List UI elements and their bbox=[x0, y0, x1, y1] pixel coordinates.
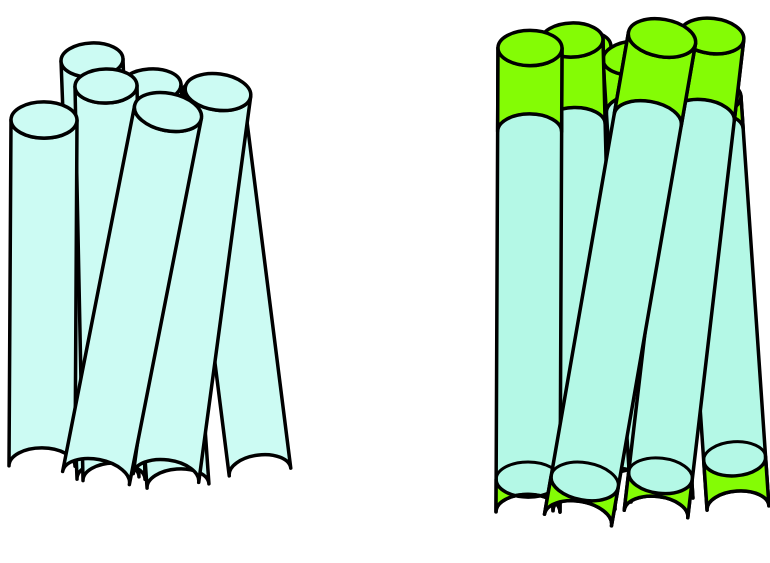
helix-bundle-plain bbox=[9, 42, 291, 488]
helix-cylinder-5 bbox=[9, 102, 77, 467]
helix-bundle-terminal-highlighted bbox=[496, 14, 769, 526]
helix-top-cap bbox=[11, 102, 77, 139]
helix-top-cap bbox=[75, 68, 138, 103]
helix-body bbox=[9, 120, 77, 466]
helix-top-cap bbox=[498, 30, 562, 65]
helix-cylinder-5 bbox=[496, 30, 562, 512]
